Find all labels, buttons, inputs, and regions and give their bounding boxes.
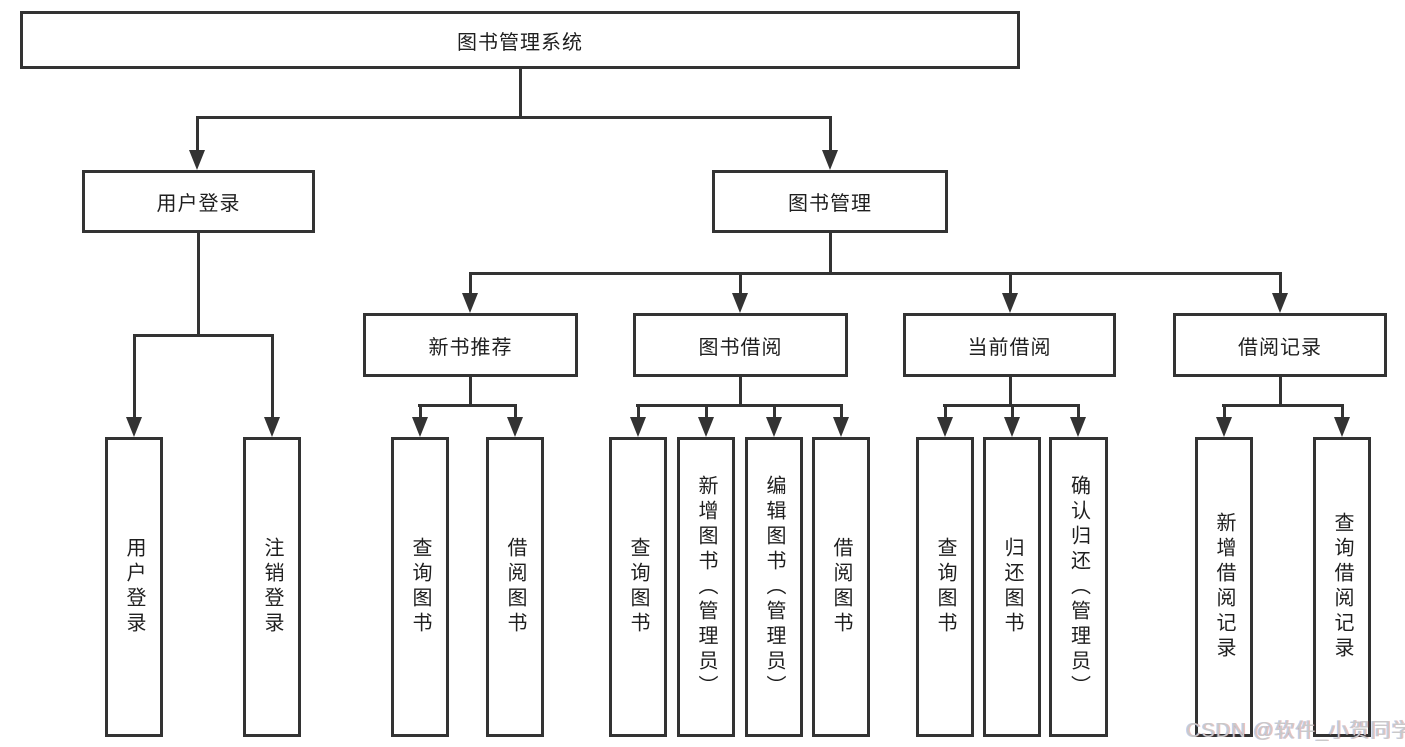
node-label: 借阅记录 xyxy=(1238,336,1322,359)
connector-root-stem xyxy=(519,69,522,117)
connector-section-stem xyxy=(1279,377,1282,405)
arrow-down-icon xyxy=(1070,417,1086,437)
connector-drop-leaf xyxy=(1011,404,1014,418)
node-label: 新书推荐 xyxy=(428,336,513,359)
connector-book-mgmt-stem xyxy=(829,233,832,274)
arrow-down-icon xyxy=(264,417,280,437)
node-label: 图书管理 xyxy=(788,193,872,215)
arrow-down-icon xyxy=(507,417,523,437)
leaf-label: 借阅图书 xyxy=(830,537,852,637)
connector-leaf-rail xyxy=(418,404,516,407)
node-new-book-recommend: 新书推荐 xyxy=(363,313,578,377)
arrow-down-icon xyxy=(1004,417,1020,437)
connector-drop-leaf xyxy=(271,334,274,418)
arrow-down-icon xyxy=(1216,417,1232,437)
arrow-down-icon xyxy=(822,150,838,170)
connector-drop-leaf xyxy=(840,404,843,418)
node-borrow-record: 借阅记录 xyxy=(1173,313,1387,377)
leaf-edit-book-admin: 编辑图书（管理员） xyxy=(745,437,803,737)
connector-drop-leaf xyxy=(133,334,136,418)
connector-drop-book-mgmt xyxy=(829,116,832,152)
connector-section-stem xyxy=(1009,377,1012,405)
leaf-label: 借阅图书 xyxy=(504,537,526,637)
connector-drop-leaf xyxy=(705,404,708,418)
arrow-down-icon xyxy=(1002,293,1018,313)
leaf-query-book-2: 查询图书 xyxy=(609,437,667,737)
leaf-return-book: 归还图书 xyxy=(983,437,1041,737)
leaf-label: 用户登录 xyxy=(123,537,145,637)
connector-drop-leaf xyxy=(773,404,776,418)
leaf-add-borrow-record: 新增借阅记录 xyxy=(1195,437,1253,737)
connector-drop-leaf xyxy=(419,404,422,418)
node-current-borrow: 当前借阅 xyxy=(903,313,1116,377)
leaf-label: 确认归还（管理员） xyxy=(1067,474,1090,700)
node-label: 用户登录 xyxy=(156,193,241,215)
connector-user-login-rail xyxy=(133,334,274,337)
connector-drop-section xyxy=(1279,272,1282,294)
leaf-query-book-1: 查询图书 xyxy=(391,437,449,737)
leaf-label: 注销登录 xyxy=(261,537,283,637)
leaf-query-borrow-record: 查询借阅记录 xyxy=(1313,437,1371,737)
connector-drop-section xyxy=(469,272,472,294)
node-root-system: 图书管理系统 xyxy=(20,11,1020,69)
connector-leaf-rail xyxy=(636,404,842,407)
connector-drop-section xyxy=(1009,272,1012,294)
leaf-label: 新增借阅记录 xyxy=(1213,512,1235,662)
leaf-borrow-book-1: 借阅图书 xyxy=(486,437,544,737)
connector-drop-leaf xyxy=(1077,404,1080,418)
leaf-label: 新增图书（管理员） xyxy=(695,474,717,700)
connector-drop-leaf xyxy=(637,404,640,418)
leaf-label: 归还图书 xyxy=(1001,537,1023,637)
connector-drop-leaf xyxy=(514,404,517,418)
arrow-down-icon xyxy=(937,417,953,437)
connector-sections-rail xyxy=(469,272,1282,275)
connector-drop-leaf xyxy=(1341,404,1344,418)
leaf-confirm-return-admin: 确认归还（管理员） xyxy=(1049,437,1108,737)
arrow-down-icon xyxy=(833,417,849,437)
arrow-down-icon xyxy=(126,417,142,437)
connector-section-stem xyxy=(469,377,472,405)
leaf-label: 查询图书 xyxy=(934,537,956,637)
connector-drop-leaf xyxy=(944,404,947,418)
leaf-query-book-3: 查询图书 xyxy=(916,437,974,737)
connector-user-login-stem xyxy=(197,233,200,335)
arrow-down-icon xyxy=(698,417,714,437)
node-book-management-branch: 图书管理 xyxy=(712,170,948,233)
node-label: 图书借阅 xyxy=(698,336,783,359)
connector-level1-rail xyxy=(196,116,832,119)
connector-drop-user-login xyxy=(196,116,199,152)
leaf-label: 查询图书 xyxy=(409,537,431,637)
arrow-down-icon xyxy=(732,293,748,313)
connector-drop-section xyxy=(739,272,742,294)
leaf-label: 编辑图书（管理员） xyxy=(763,474,785,700)
arrow-down-icon xyxy=(1334,417,1350,437)
leaf-logout: 注销登录 xyxy=(243,437,301,737)
leaf-borrow-book-2: 借阅图书 xyxy=(812,437,870,737)
leaf-user-login: 用户登录 xyxy=(105,437,163,737)
arrow-down-icon xyxy=(189,150,205,170)
node-book-borrow: 图书借阅 xyxy=(633,313,848,377)
leaf-label: 查询图书 xyxy=(627,537,649,637)
connector-drop-leaf xyxy=(1223,404,1226,418)
node-label: 图书管理系统 xyxy=(457,31,583,54)
leaf-label: 查询借阅记录 xyxy=(1331,512,1353,662)
arrow-down-icon xyxy=(766,417,782,437)
arrow-down-icon xyxy=(462,293,478,313)
csdn-watermark: CSDN @软件_小贺同学 xyxy=(1186,720,1405,742)
node-user-login-branch: 用户登录 xyxy=(82,170,315,233)
arrow-down-icon xyxy=(630,417,646,437)
connector-section-stem xyxy=(739,377,742,405)
connector-leaf-rail xyxy=(1222,404,1343,407)
node-label: 当前借阅 xyxy=(967,336,1052,359)
leaf-add-book-admin: 新增图书（管理员） xyxy=(677,437,735,737)
arrow-down-icon xyxy=(1272,293,1288,313)
arrow-down-icon xyxy=(412,417,428,437)
